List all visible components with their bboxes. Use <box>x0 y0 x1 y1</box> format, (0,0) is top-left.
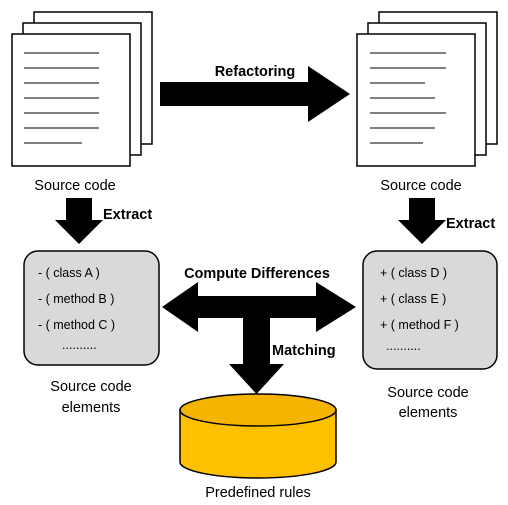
right-element-item: + ( method F ) <box>380 318 459 332</box>
matching-label: Matching <box>272 343 336 359</box>
right-element-item: + ( class E ) <box>380 292 446 306</box>
right-element-item: + ( class D ) <box>380 266 447 280</box>
left-element-item: - ( class A ) <box>38 266 100 280</box>
extract-left-arrow <box>55 198 103 244</box>
left-element-item: .......... <box>62 338 97 352</box>
predefined-rules-label: Predefined rules <box>205 485 311 501</box>
right-elements-label-line2: elements <box>399 405 458 421</box>
extract-right-label: Extract <box>446 216 495 232</box>
right-source-code-label: Source code <box>380 178 461 194</box>
compute-differences-arrow <box>162 282 356 332</box>
right-element-item: .......... <box>386 339 421 353</box>
right-source-code-documents <box>356 11 498 167</box>
refactoring-arrow <box>160 66 350 122</box>
extract-left-label: Extract <box>103 207 152 223</box>
left-elements-label-line2: elements <box>62 400 121 416</box>
refactoring-label: Refactoring <box>215 64 296 80</box>
left-elements-box <box>23 250 160 366</box>
predefined-rules-database-icon <box>179 393 337 479</box>
right-elements-box <box>362 250 498 370</box>
left-source-code-label: Source code <box>34 178 115 194</box>
compute-differences-label: Compute Differences <box>184 266 330 282</box>
left-element-item: - ( method B ) <box>38 292 114 306</box>
left-element-item: - ( method C ) <box>38 318 115 332</box>
right-elements-label-line1: Source code <box>387 385 468 401</box>
extract-right-arrow <box>398 198 446 244</box>
left-source-code-documents <box>11 11 153 167</box>
left-elements-label-line1: Source code <box>50 379 131 395</box>
matching-arrow <box>229 318 284 394</box>
